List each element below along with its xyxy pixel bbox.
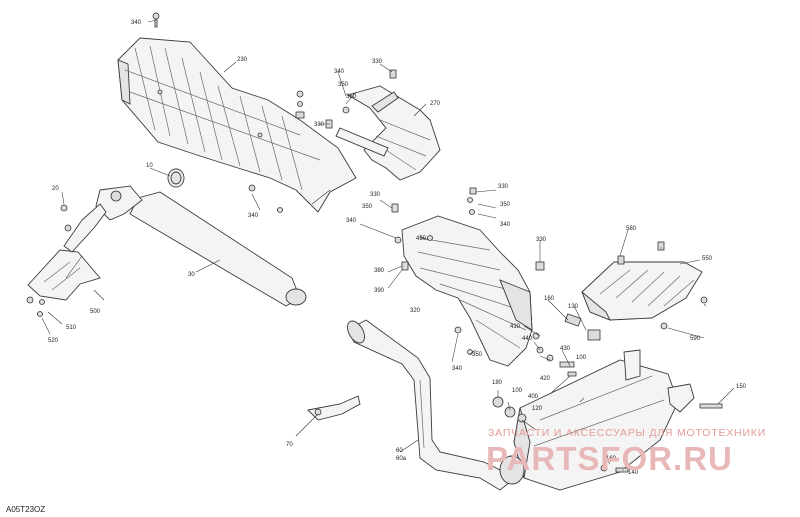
rear-bracket-shield	[335, 85, 441, 181]
callout-340: 340	[131, 20, 142, 26]
callout-330: 330	[370, 192, 381, 198]
callout-320: 320	[410, 308, 421, 314]
callout-430: 430	[560, 346, 571, 352]
callout-340: 340	[500, 222, 511, 228]
callout-150: 150	[736, 384, 747, 390]
callout-160: 160	[544, 296, 555, 302]
callout-340: 340	[334, 69, 345, 75]
callout-350: 350	[338, 82, 349, 88]
callout-270: 270	[430, 101, 441, 107]
callout-400: 400	[528, 394, 539, 400]
head-pipe	[95, 168, 307, 307]
middle-pipe	[347, 319, 511, 491]
part-callouts: 340 230 330 340 350 360 270 330 10 20 34…	[48, 20, 747, 476]
callout-70: 70	[286, 442, 293, 448]
callout-380: 380	[374, 268, 385, 274]
callout-10: 10	[146, 163, 153, 169]
callout-340: 340	[248, 213, 259, 219]
callout-160: 160	[606, 456, 617, 462]
left-support-bracket	[27, 203, 107, 301]
callout-390: 390	[374, 288, 385, 294]
callout-580: 580	[626, 226, 637, 232]
callout-500: 500	[90, 309, 101, 315]
muffler-heat-shield	[581, 261, 703, 321]
callout-130: 130	[568, 304, 579, 310]
callout-350: 350	[472, 352, 483, 358]
callout-60: 60	[396, 448, 403, 454]
callout-330: 330	[498, 184, 509, 190]
middle-heat-shield	[401, 215, 533, 367]
callout-20: 20	[52, 186, 59, 192]
callout-140: 140	[628, 470, 639, 476]
callout-550: 550	[702, 256, 713, 262]
watermark: ЗАПЧАСТИ И АКСЕССУАРЫ ДЛЯ МОТОТЕХНИКИ PA…	[486, 427, 766, 477]
callout-420: 420	[540, 376, 551, 382]
callout-360: 360	[346, 94, 357, 100]
leader-lines	[41, 19, 735, 471]
callout-330: 330	[372, 59, 383, 65]
callout-100: 100	[576, 355, 587, 361]
callout-340: 340	[452, 366, 463, 372]
callout-350: 350	[362, 204, 373, 210]
callout-510: 510	[66, 325, 77, 331]
callout-450: 450	[416, 236, 427, 242]
watermark-logo: PARTSFOR.RU	[486, 440, 733, 477]
upper-heat-shield	[117, 37, 357, 213]
callout-590: 590	[690, 336, 701, 342]
diagram-code: A05T23OZ	[6, 505, 45, 514]
callout-230: 230	[237, 57, 248, 63]
muffler	[499, 349, 695, 491]
muffler-bracket	[307, 395, 361, 421]
fasteners	[26, 12, 723, 473]
callout-330: 330	[536, 237, 547, 243]
callout-520: 520	[48, 338, 59, 344]
callout-60a: 60a	[396, 456, 407, 462]
callout-180: 180	[492, 380, 503, 386]
watermark-caption: ЗАПЧАСТИ И АКСЕССУАРЫ ДЛЯ МОТОТЕХНИКИ	[488, 427, 766, 439]
callout-350: 350	[500, 202, 511, 208]
callout-340: 340	[346, 218, 357, 224]
callout-120: 120	[532, 406, 543, 412]
callout-440: 440	[522, 336, 533, 342]
callout-100: 100	[512, 388, 523, 394]
callout-410: 410	[510, 324, 521, 330]
callout-330: 330	[314, 122, 325, 128]
callout-30: 30	[188, 272, 195, 278]
